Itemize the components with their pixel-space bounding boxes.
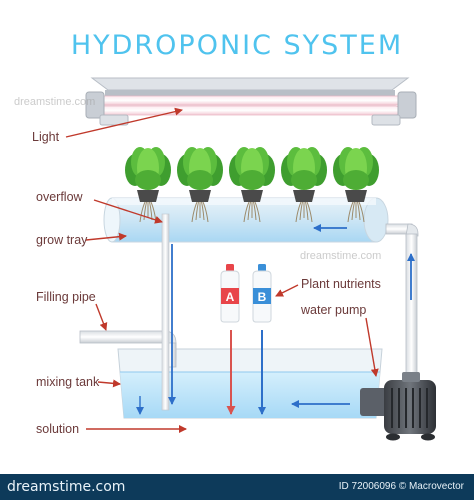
water-pump bbox=[360, 372, 436, 441]
watermark-text: dreamstime.com bbox=[14, 96, 96, 108]
mixing-tank-label: mixing tank bbox=[36, 375, 100, 389]
filling-pipe-callout-arrow bbox=[95, 303, 108, 331]
pump-supply-pipe bbox=[385, 223, 419, 387]
plant-nutrients-callout-arrow bbox=[275, 284, 299, 297]
watermark-text: dreamstime.com bbox=[300, 250, 382, 262]
lettuce-plant bbox=[333, 147, 379, 223]
lettuce-plant bbox=[229, 147, 275, 223]
nutrient-bottle-a bbox=[220, 264, 240, 323]
grow-tray bbox=[103, 197, 389, 243]
lettuce-plant bbox=[281, 147, 327, 223]
filling-pipe-label: Filling pipe bbox=[36, 290, 96, 304]
lettuce-plant bbox=[125, 147, 171, 223]
solution-label: solution bbox=[36, 422, 80, 436]
footer-bar: dreamstime.com ID 72006096 © Macrovector bbox=[0, 474, 474, 500]
nutrient-bottle-b bbox=[252, 264, 272, 323]
light-label: Light bbox=[32, 130, 60, 144]
flow-arrows bbox=[136, 224, 415, 415]
callout-arrows bbox=[65, 107, 379, 433]
grow-light bbox=[85, 77, 417, 126]
grow-tray-label: grow tray bbox=[36, 233, 88, 247]
overflow-label: overflow bbox=[36, 190, 83, 204]
mixing-tank bbox=[117, 348, 383, 419]
diagram-title: HYDROPONIC SYSTEM bbox=[70, 30, 404, 61]
grow-tray-callout-arrow bbox=[85, 232, 127, 241]
footer-logo[interactable]: dreamstime.com bbox=[7, 479, 126, 495]
diagram-svg: A B bbox=[65, 77, 436, 441]
plants-row bbox=[125, 147, 379, 223]
water-pump-callout-arrow bbox=[365, 317, 379, 377]
overflow-drain-pipe bbox=[161, 213, 170, 411]
water-pump-label: water pump bbox=[301, 303, 367, 317]
plant-nutrients-label: Plant nutrients bbox=[301, 277, 381, 291]
footer-image-id: ID 72006096 © Macrovector bbox=[338, 481, 464, 492]
bottle-a-letter: A bbox=[226, 290, 235, 304]
light-callout-arrow bbox=[65, 107, 183, 138]
mixing-tank-callout-arrow bbox=[97, 379, 121, 388]
bottle-b-letter: B bbox=[258, 290, 267, 304]
lettuce-plant bbox=[177, 147, 223, 223]
overflow-callout-arrow bbox=[93, 199, 163, 224]
